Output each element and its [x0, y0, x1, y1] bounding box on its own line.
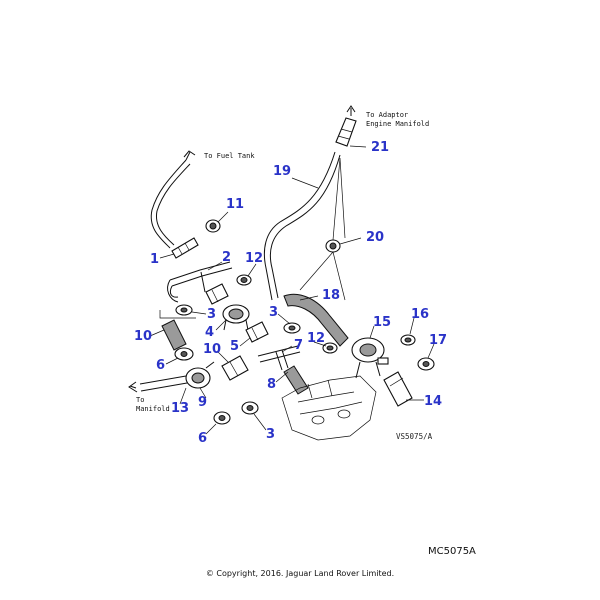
pipe-2	[167, 261, 233, 303]
note-to-fuel-tank: To Fuel Tank	[204, 152, 255, 160]
pipe-19	[263, 151, 341, 301]
tee-7	[257, 345, 301, 371]
callout-12-upper: 12	[245, 251, 263, 266]
leader-lines	[149, 145, 435, 435]
note-to-adaptor-line1: To Adaptor	[366, 111, 408, 119]
figure-code: MC5075A	[428, 546, 476, 557]
engine-block-sketch	[281, 375, 377, 441]
clip-12-upper	[236, 274, 252, 286]
valve-4	[222, 304, 250, 331]
callout-20: 20	[366, 230, 384, 245]
callout-3-lower: 3	[266, 427, 275, 442]
clip-11	[205, 219, 221, 233]
callout-7: 7	[294, 338, 303, 353]
clip-20	[325, 239, 341, 253]
hose-10-right	[221, 355, 249, 381]
hose-8	[283, 365, 309, 395]
hose-14	[383, 371, 413, 407]
valve-9	[185, 361, 215, 389]
callout-3-left: 3	[207, 307, 216, 322]
callout-2: 2	[222, 250, 231, 265]
hose-segment-upper	[205, 283, 229, 305]
unit-15	[351, 337, 389, 379]
clip-3-lower	[241, 401, 259, 415]
callout-15: 15	[373, 315, 391, 330]
callout-11: 11	[226, 197, 244, 212]
clip-17	[417, 357, 435, 371]
callout-19: 19	[273, 164, 291, 179]
callout-5: 5	[230, 339, 239, 354]
callout-6-upper: 6	[156, 358, 165, 373]
hose-18	[283, 293, 349, 347]
note-to-manifold-line1: To	[136, 396, 144, 404]
callout-3-middle: 3	[269, 305, 278, 320]
callout-4: 4	[205, 325, 214, 340]
callout-6-lower: 6	[198, 431, 207, 446]
copyright-notice: © Copyright, 2016. Jaguar Land Rover Lim…	[205, 569, 395, 578]
hose-1	[171, 237, 199, 259]
pipe-fuel-tank	[150, 150, 196, 249]
callout-8: 8	[267, 377, 276, 392]
callout-10-right: 10	[203, 342, 221, 357]
note-to-adaptor-line2: Engine Manifold	[366, 120, 429, 128]
clip-6-lower	[213, 411, 231, 425]
callout-17: 17	[429, 333, 447, 348]
clip-12-lower	[322, 342, 338, 354]
hose-10-left	[161, 319, 187, 351]
callout-9: 9	[198, 395, 207, 410]
note-to-manifold-line2: Manifold	[136, 405, 170, 413]
callout-10-left: 10	[134, 329, 152, 344]
callout-14: 14	[424, 394, 442, 409]
callout-18: 18	[322, 288, 340, 303]
callout-13: 13	[171, 401, 189, 416]
fitting-6-upper	[174, 347, 194, 361]
callout-16: 16	[411, 307, 429, 322]
clip-3-middle	[283, 322, 301, 334]
clip-16	[400, 334, 416, 346]
callout-1: 1	[150, 252, 159, 267]
clip-3-left	[175, 304, 193, 316]
pipe-13	[128, 375, 188, 393]
callout-12-lower: 12	[307, 331, 325, 346]
hose-21	[335, 105, 357, 147]
callout-21: 21	[371, 140, 389, 155]
diagram-reference: VS5075/A	[396, 432, 433, 441]
